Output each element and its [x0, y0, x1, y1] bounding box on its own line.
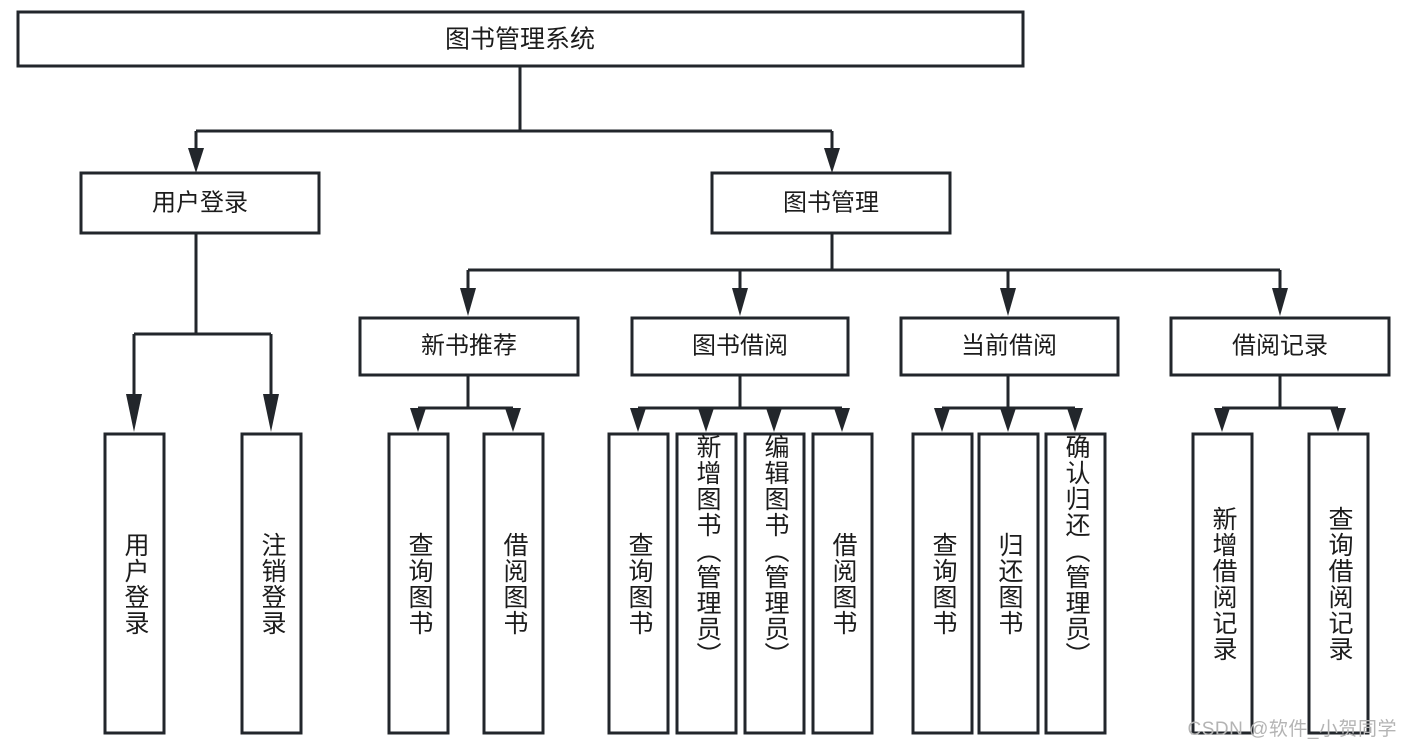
node-book-borrow-label: 图书借阅 [692, 332, 788, 359]
watermark-text: CSDN @软件_小贺同学 [1187, 719, 1397, 740]
node-book-management-box[interactable] [710, 171, 952, 235]
leaf-box-12[interactable] [1191, 432, 1254, 735]
node-root-label: 图书管理系统 [445, 26, 595, 54]
leaf-boxes [103, 432, 1370, 735]
leaf-box-9[interactable] [911, 432, 974, 735]
arrowhead-leaf-13 [1330, 408, 1346, 432]
arrowhead-leaf-1 [126, 394, 142, 432]
leaf-box-7[interactable] [743, 432, 806, 735]
node-book-borrow-box[interactable] [630, 316, 850, 377]
leaf-box-11[interactable] [1044, 432, 1107, 735]
node-user-login-label: 用户登录 [152, 189, 248, 216]
arrowhead-leaf-6 [698, 408, 714, 432]
node-current-borrow[interactable]: 当前借阅 [899, 316, 1120, 377]
arrowhead-new-book [460, 288, 476, 316]
arrowhead-user-login [188, 148, 204, 173]
node-user-login[interactable]: 用户登录 [79, 171, 321, 235]
node-root[interactable]: 图书管理系统 [16, 10, 1025, 68]
node-current-borrow-box[interactable] [899, 316, 1120, 377]
arrowhead-leaf-3 [410, 408, 426, 432]
arrowhead-borrow-record [1272, 288, 1288, 316]
leaf-box-3[interactable] [387, 432, 450, 735]
node-new-book-recommend-box[interactable] [358, 316, 580, 377]
leaf-box-8[interactable] [811, 432, 874, 735]
node-book-management-label: 图书管理 [783, 189, 879, 216]
node-root-box[interactable] [16, 10, 1025, 68]
leaf-box-2[interactable] [240, 432, 303, 735]
node-new-book-recommend-label: 新书推荐 [421, 332, 517, 359]
arrowhead-leaf-4 [505, 408, 521, 432]
node-user-login-box[interactable] [79, 171, 321, 235]
arrowhead-leaf-2 [263, 394, 279, 432]
leaf-box-1[interactable] [103, 432, 166, 735]
leaf-box-5[interactable] [607, 432, 670, 735]
node-book-borrow[interactable]: 图书借阅 [630, 316, 850, 377]
arrowhead-leaf-11 [1067, 408, 1083, 432]
node-book-management[interactable]: 图书管理 [710, 171, 952, 235]
leaf-box-6[interactable] [675, 432, 738, 735]
node-borrow-record-box[interactable] [1169, 316, 1391, 377]
arrowhead-borrow-book [732, 288, 748, 316]
arrowhead-leaf-5 [630, 408, 646, 432]
node-new-book-recommend[interactable]: 新书推荐 [358, 316, 580, 377]
leaf-box-10[interactable] [977, 432, 1040, 735]
arrowhead-leaf-7 [766, 408, 782, 432]
node-current-borrow-label: 当前借阅 [961, 332, 1057, 359]
connector-layer [126, 66, 1346, 432]
leaf-box-13[interactable] [1307, 432, 1370, 735]
node-borrow-record[interactable]: 借阅记录 [1169, 316, 1391, 377]
arrowhead-current-borrow [1000, 288, 1016, 316]
arrowhead-leaf-10 [1000, 408, 1016, 432]
arrowhead-book-manage [824, 148, 840, 173]
leaf-box-4[interactable] [482, 432, 545, 735]
node-borrow-record-label: 借阅记录 [1232, 332, 1328, 359]
arrowhead-leaf-8 [834, 408, 850, 432]
arrowhead-leaf-12 [1214, 408, 1230, 432]
arrowhead-leaf-9 [934, 408, 950, 432]
